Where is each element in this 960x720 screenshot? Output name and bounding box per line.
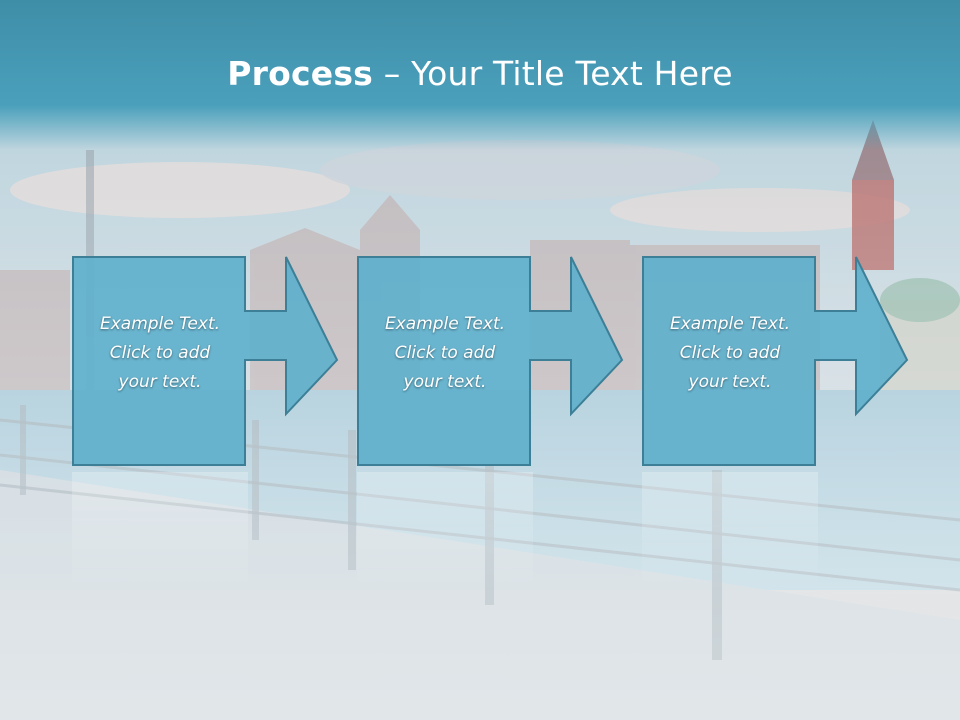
step-reflection [642,472,818,592]
step-reflection [72,472,248,592]
step-text[interactable]: Example Text. Click to add your text. [99,314,221,392]
title-bold-part: Process [227,54,374,93]
step-arrow-shape [642,256,909,466]
step-text[interactable]: Example Text. Click to add your text. [669,314,791,392]
step-arrow-shape [72,256,339,466]
process-step-1[interactable]: Example Text. Click to add your text. [72,256,342,470]
process-step-3[interactable]: Example Text. Click to add your text. [642,256,912,470]
slide-title[interactable]: Process – Your Title Text Here [0,52,960,96]
step-arrow-shape [357,256,624,466]
step-text[interactable]: Example Text. Click to add your text. [384,314,506,392]
title-rest-part: – Your Title Text Here [373,54,733,93]
process-step-2[interactable]: Example Text. Click to add your text. [357,256,627,470]
step-reflection [357,472,533,592]
title-band [0,0,960,150]
